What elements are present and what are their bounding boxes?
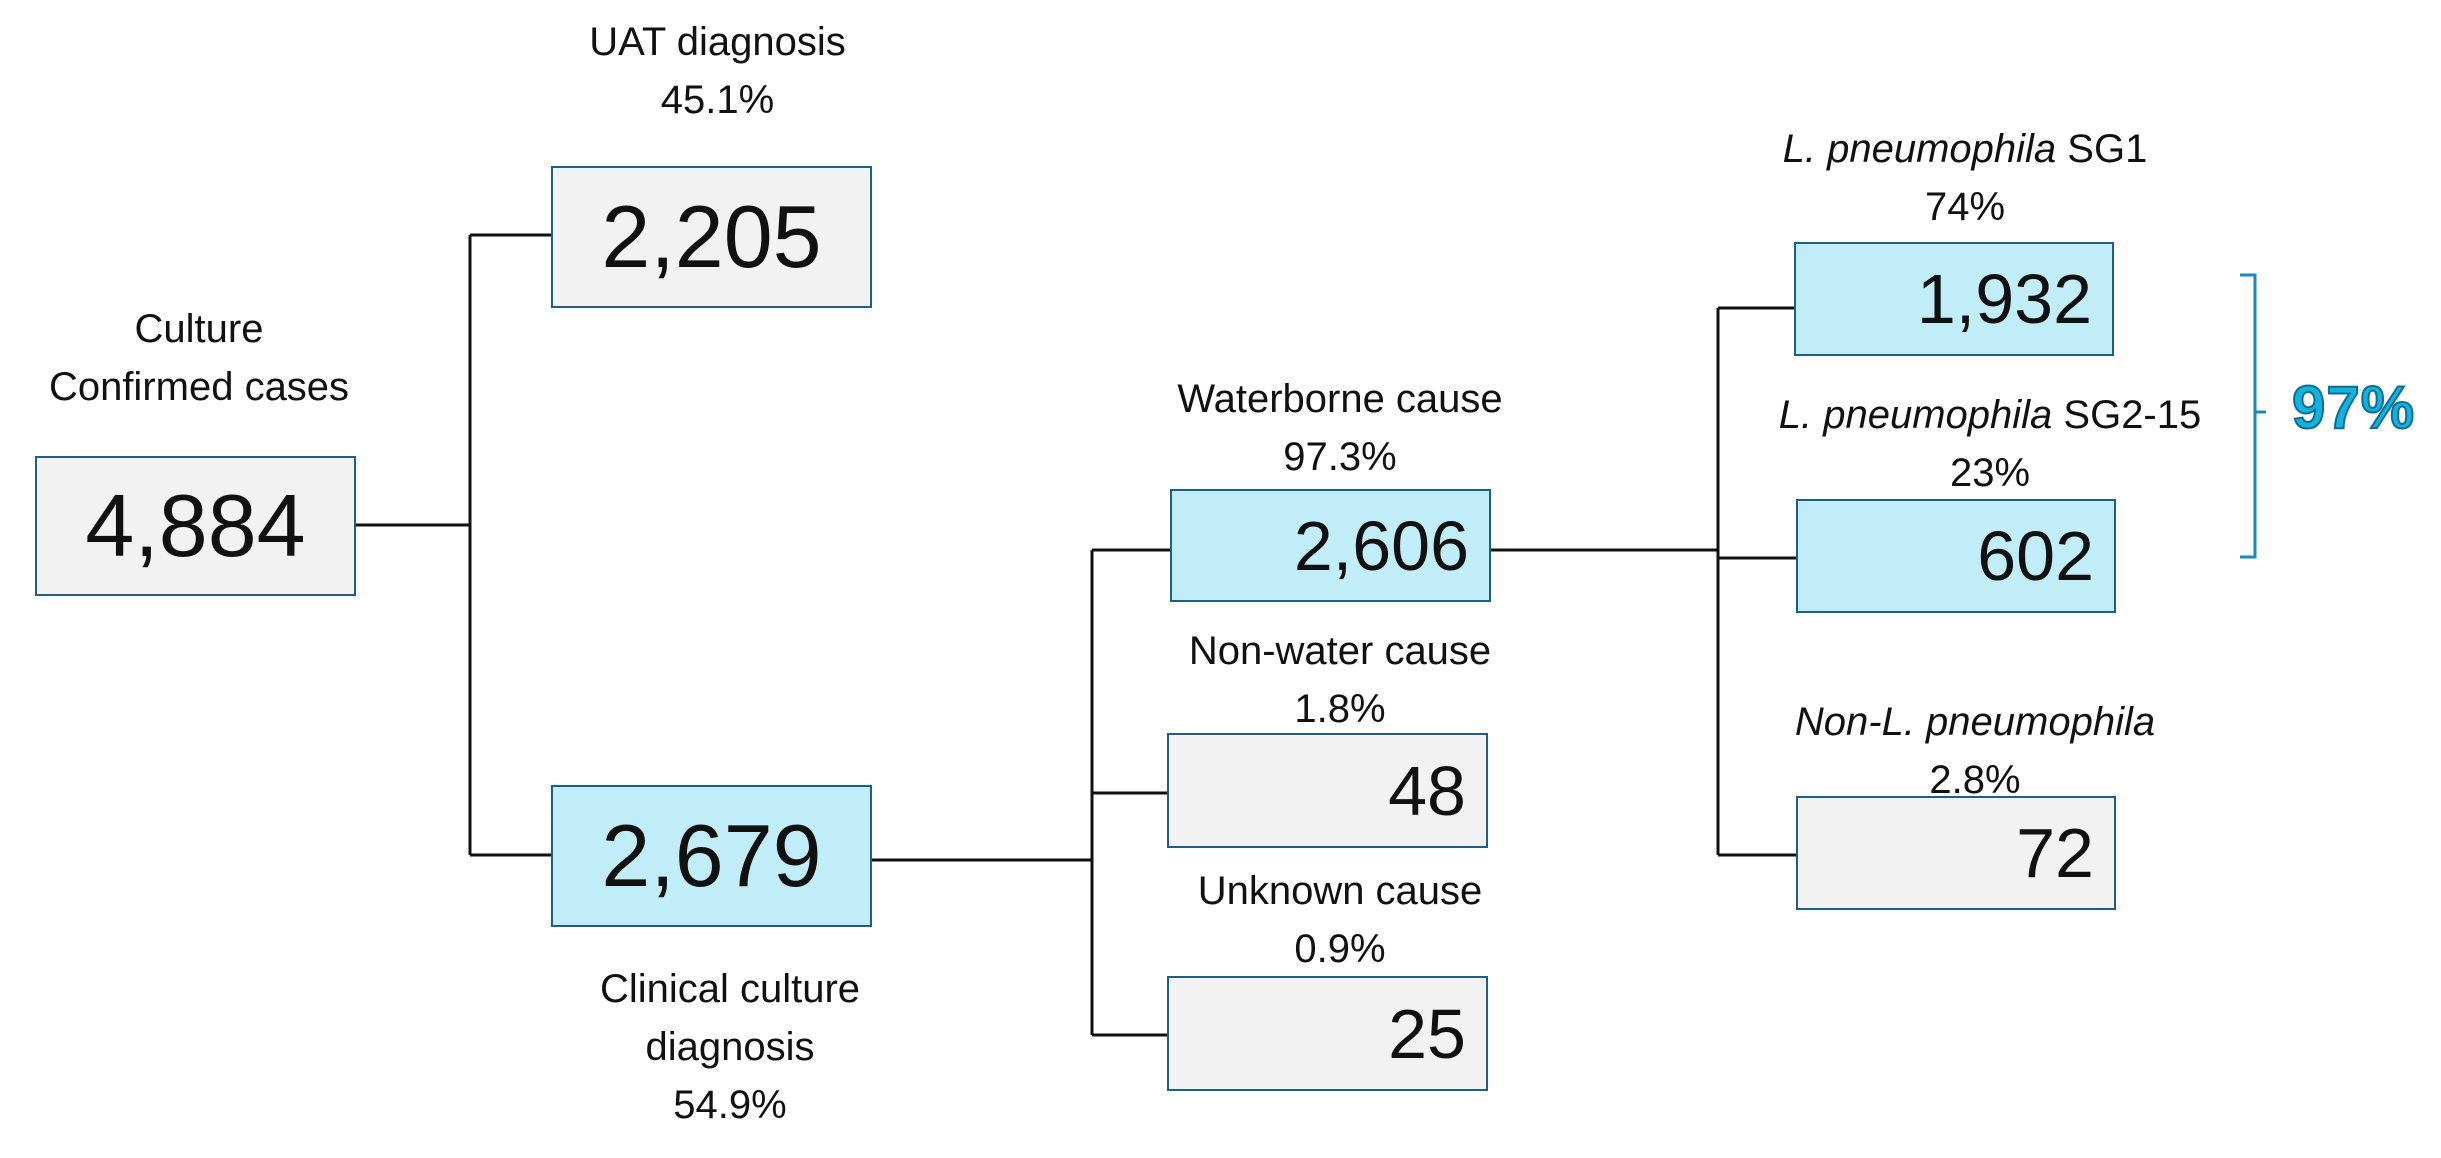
root-label-line2: Confirmed cases: [48, 365, 350, 409]
unknown-pct: 0.9%: [1294, 927, 1386, 971]
waterborne-value: 2,606: [1293, 506, 1469, 585]
uat-pct: 45.1%: [660, 78, 775, 122]
sg1-value: 1,932: [1916, 260, 2092, 338]
sg215-value: 602: [1977, 517, 2094, 595]
sg215-label-line: L. pneumophila SG2-15: [1740, 386, 2240, 444]
unknown-label: Unknown cause 0.9%: [1130, 862, 1550, 978]
clinical-box: 2,679: [551, 785, 872, 927]
root-label-line1: Culture: [134, 307, 264, 351]
sg215-pct: 23%: [1949, 451, 2031, 495]
sg1-label-line: L. pneumophila SG1: [1735, 120, 2195, 178]
nonwater-value: 48: [1388, 751, 1466, 830]
sg215-label-italic: L. pneumophila: [1778, 393, 2053, 437]
nonwater-label-text: Non-water cause: [1188, 629, 1492, 673]
root-label: Culture Confirmed cases: [0, 300, 398, 416]
uat-box: 2,205: [551, 166, 872, 308]
waterborne-pct: 97.3%: [1283, 435, 1397, 479]
nonwater-pct: 1.8%: [1294, 687, 1386, 731]
waterborne-box: 2,606: [1170, 489, 1491, 602]
bracket-total: 97%: [2291, 373, 2416, 442]
uat-label: UAT diagnosis 45.1%: [525, 13, 910, 129]
clinical-label-line2: diagnosis: [645, 1025, 815, 1069]
sg1-label-rest: SG1: [2056, 127, 2148, 171]
unknown-box: 25: [1167, 976, 1488, 1091]
nonlp-value: 72: [2016, 814, 2094, 892]
unknown-value: 25: [1388, 994, 1466, 1073]
bracket: [2240, 273, 2266, 559]
sg1-pct: 74%: [1924, 185, 2006, 229]
sg1-box: 1,932: [1794, 242, 2114, 356]
uat-label-text: UAT diagnosis: [589, 20, 846, 64]
nonlp-label: Non-L. pneumophila 2.8%: [1745, 693, 2205, 809]
sg215-label: L. pneumophila SG2-15 23%: [1740, 386, 2240, 502]
unknown-label-text: Unknown cause: [1197, 869, 1483, 913]
nonlp-label-text: Non-L. pneumophila: [1794, 700, 2156, 744]
sg215-box: 602: [1796, 499, 2116, 613]
uat-value: 2,205: [601, 187, 822, 286]
sg215-label-rest: SG2-15: [2052, 393, 2202, 437]
clinical-label-line1: Clinical culture: [599, 967, 861, 1011]
nonwater-box: 48: [1167, 733, 1488, 848]
waterborne-label-text: Waterborne cause: [1177, 377, 1503, 421]
nonwater-label: Non-water cause 1.8%: [1130, 622, 1550, 738]
sg1-label-italic: L. pneumophila: [1782, 127, 2057, 171]
waterborne-label: Waterborne cause 97.3%: [1130, 370, 1550, 486]
clinical-value: 2,679: [601, 806, 822, 905]
clinical-label: Clinical culture diagnosis 54.9%: [525, 960, 935, 1134]
sg1-label: L. pneumophila SG1 74%: [1735, 120, 2195, 236]
nonlp-box: 72: [1796, 796, 2116, 910]
clinical-pct: 54.9%: [673, 1083, 787, 1127]
nonlp-pct: 2.8%: [1929, 758, 2021, 802]
root-value: 4,884: [85, 476, 306, 575]
root-box: 4,884: [35, 456, 356, 596]
